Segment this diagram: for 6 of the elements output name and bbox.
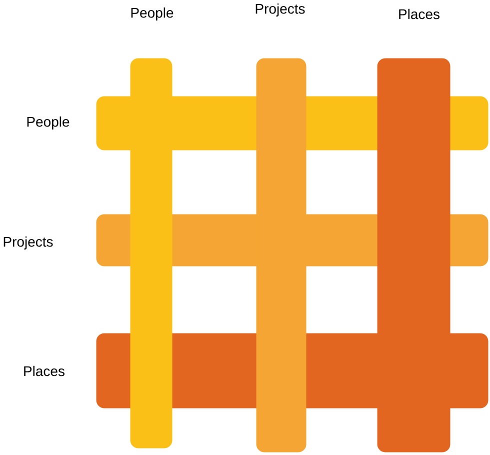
axis-label: People [131, 7, 174, 21]
axis-label: Projects [256, 3, 305, 17]
axis-label: Projects [4, 236, 53, 250]
axis-label: People [27, 116, 70, 130]
axis-label: Places [399, 8, 440, 20]
axis-label: Places [24, 366, 64, 376]
